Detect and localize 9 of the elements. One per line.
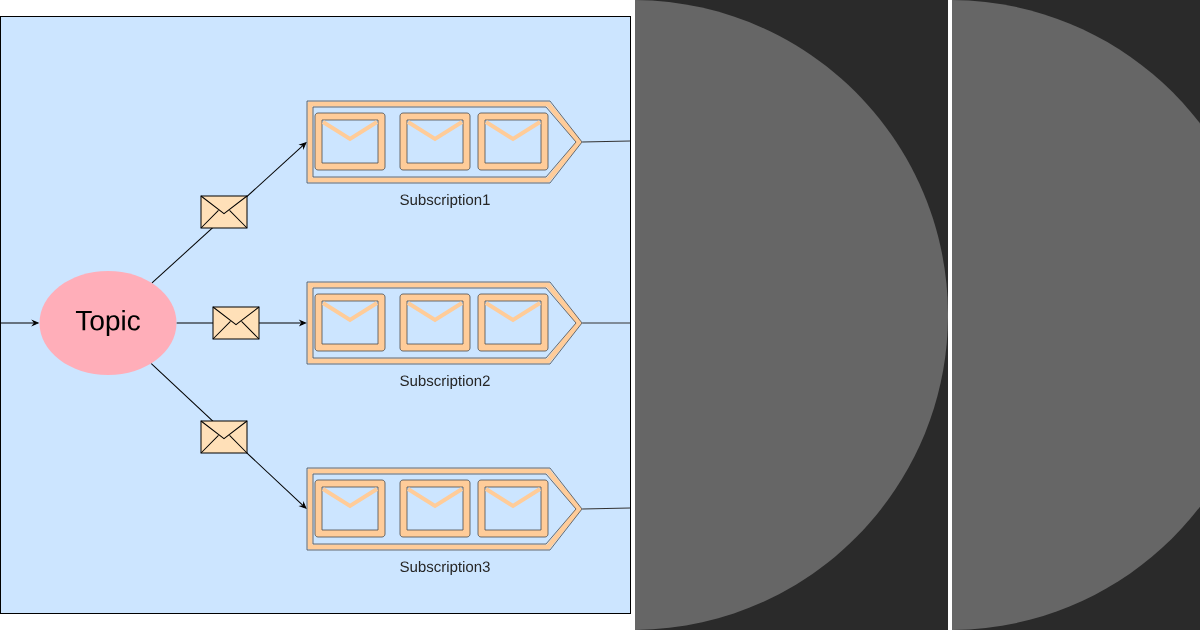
- node-label: Subscription1: [400, 194, 490, 208]
- arrow: [150, 363, 307, 509]
- arrow: [151, 142, 307, 284]
- connector-line: [581, 322, 631, 324]
- connector-line: [581, 507, 631, 510]
- connector-line: [581, 140, 631, 143]
- arrow: [0, 320, 39, 326]
- node-label: Subscription2: [400, 375, 490, 389]
- node-label: Subscription3: [400, 561, 490, 575]
